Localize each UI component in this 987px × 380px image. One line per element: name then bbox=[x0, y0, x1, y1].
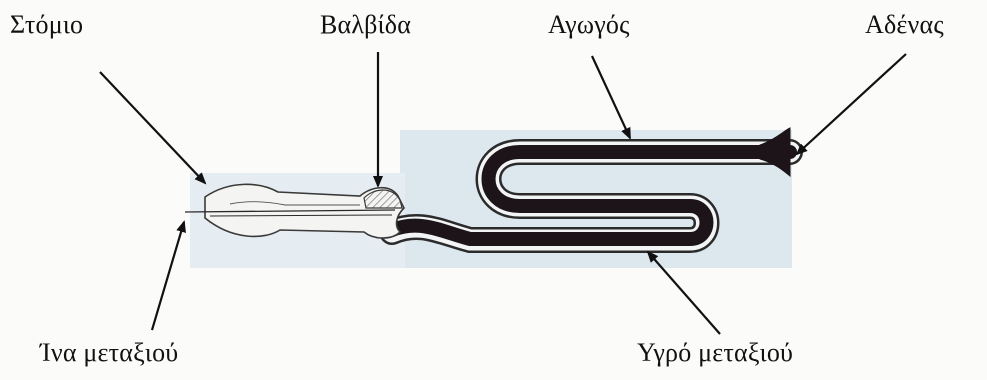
label-duct: Αγωγός bbox=[548, 10, 630, 40]
arrow-stomio bbox=[100, 72, 205, 183]
arrow-agogos bbox=[592, 56, 630, 138]
arrow-ina bbox=[152, 222, 184, 330]
label-silk-fiber: Ίνα μεταξιού bbox=[40, 338, 178, 368]
arrow-adenas bbox=[797, 54, 906, 154]
label-valve: Βαλβίδα bbox=[320, 10, 411, 40]
label-gland: Αδένας bbox=[865, 10, 944, 40]
label-spinneret-opening: Στόμιο bbox=[10, 10, 83, 40]
label-silk-fluid: Υγρό μεταξιού bbox=[637, 338, 793, 368]
